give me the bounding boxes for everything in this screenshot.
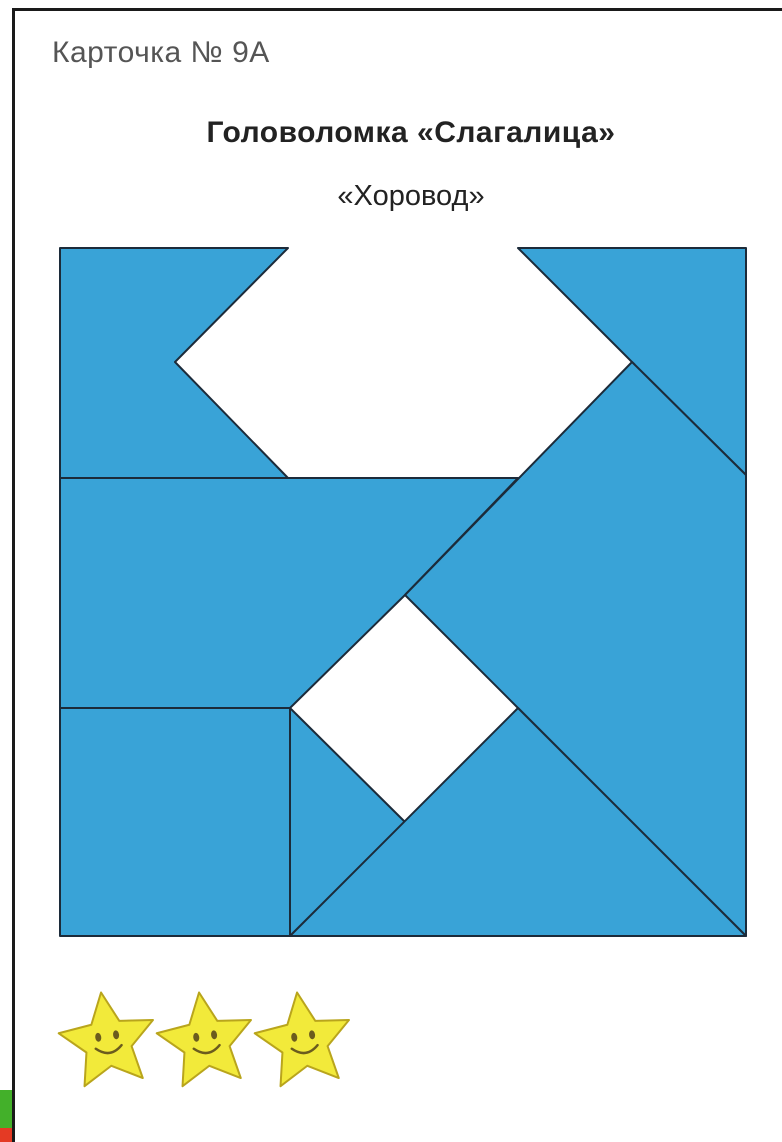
corner-red-mark <box>0 1128 12 1142</box>
corner-green-mark <box>0 1090 12 1128</box>
smiley-star-icon <box>54 986 161 1089</box>
piece-top-left <box>60 248 288 478</box>
smiley-star-icon <box>152 986 259 1089</box>
piece-bottom-left-square <box>60 708 290 936</box>
smiley-star-icon <box>250 986 357 1089</box>
